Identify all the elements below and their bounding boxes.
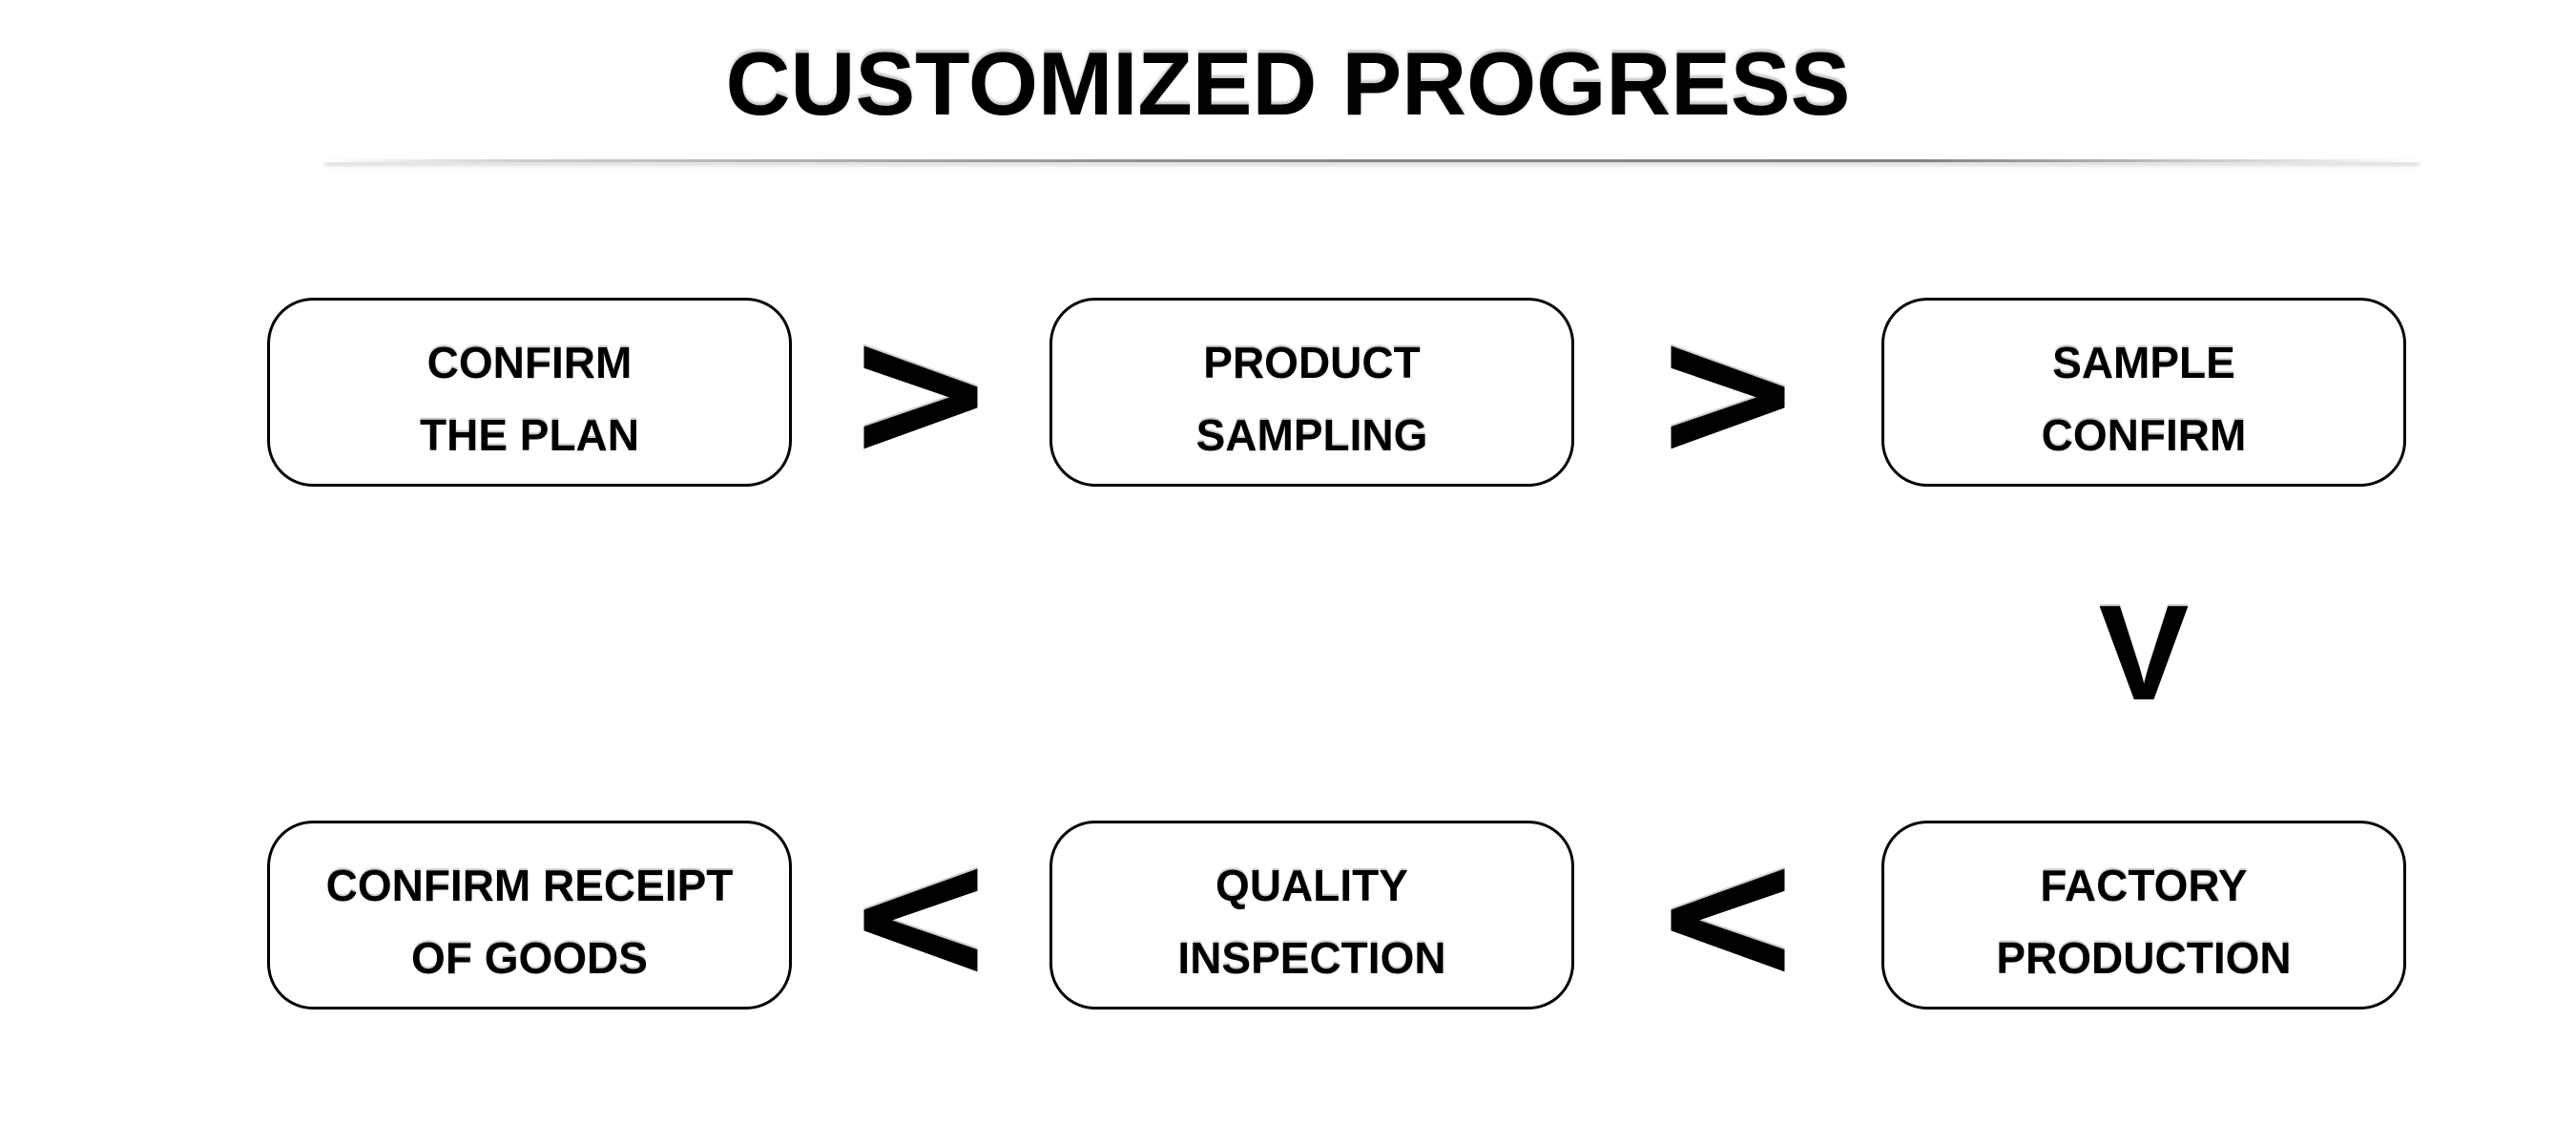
- step-label-line1: FACTORY: [2040, 861, 2248, 910]
- step-box-confirm-the-plan: CONFIRM THE PLAN: [267, 298, 792, 487]
- step-box-quality-inspection: QUALITY INSPECTION: [1049, 821, 1574, 1010]
- step-label-line2: PRODUCTION: [1996, 933, 2292, 983]
- step-label-line2: THE PLAN: [420, 410, 639, 460]
- step-box-sample-confirm: SAMPLE CONFIRM: [1881, 298, 2406, 487]
- step-label-line2: SAMPLING: [1195, 410, 1428, 460]
- step-box-confirm-receipt-of-goods: CONFIRM RECEIPT OF GOODS: [267, 821, 792, 1010]
- step-label-line2: OF GOODS: [411, 933, 648, 983]
- chevron-left-icon: <: [1652, 809, 1804, 1020]
- step-box-factory-production: FACTORY PRODUCTION: [1881, 821, 2406, 1010]
- step-label-line1: SAMPLE: [2052, 338, 2235, 387]
- page-title: CUSTOMIZED PROGRESS: [725, 33, 1851, 134]
- chevron-right-icon: >: [844, 286, 997, 497]
- step-label-line1: PRODUCT: [1203, 338, 1421, 387]
- step-label-line2: CONFIRM: [2041, 410, 2247, 460]
- chevron-left-icon: <: [844, 809, 997, 1020]
- chevron-right-icon: >: [1652, 286, 1804, 497]
- step-label-line1: CONFIRM: [426, 338, 633, 387]
- step-label-line1: CONFIRM RECEIPT: [325, 861, 734, 910]
- step-box-product-sampling: PRODUCT SAMPLING: [1049, 298, 1574, 487]
- title-divider-line: [324, 159, 2420, 162]
- step-label-line1: QUALITY: [1215, 861, 1408, 910]
- step-label-line2: INSPECTION: [1177, 933, 1446, 983]
- chevron-down-icon: V: [2098, 577, 2190, 729]
